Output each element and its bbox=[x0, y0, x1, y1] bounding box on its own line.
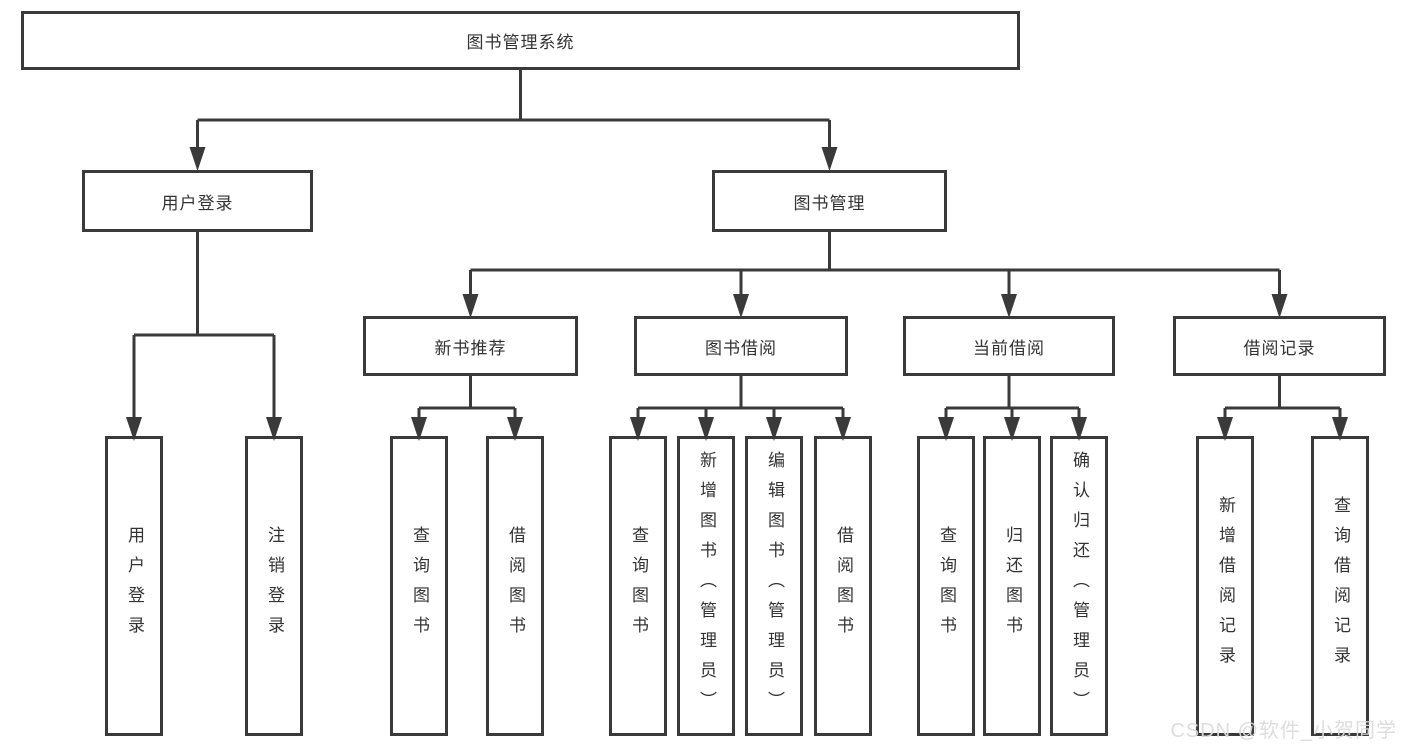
node-current-borrow: 当前借阅 bbox=[903, 316, 1115, 376]
leaf-logout: 注销登录 bbox=[245, 436, 303, 736]
node-borrow-records: 借阅记录 bbox=[1173, 316, 1386, 376]
leaf-user-login: 用户登录 bbox=[105, 436, 163, 736]
leaf-query-books-borrow: 查询图书 bbox=[609, 436, 667, 736]
node-book-borrow: 图书借阅 bbox=[634, 316, 848, 376]
node-new-book-recommend: 新书推荐 bbox=[363, 316, 578, 376]
leaf-borrow-books-recommend: 借阅图书 bbox=[486, 436, 544, 736]
leaf-confirm-return-admin: 确认归还（管理员） bbox=[1050, 436, 1108, 736]
node-root-system: 图书管理系统 bbox=[21, 11, 1020, 70]
leaf-edit-book-admin: 编辑图书（管理员） bbox=[745, 436, 803, 736]
leaf-query-books-recommend: 查询图书 bbox=[390, 436, 448, 736]
leaf-add-borrow-record: 新增借阅记录 bbox=[1196, 436, 1254, 736]
leaf-query-borrow-record: 查询借阅记录 bbox=[1311, 436, 1369, 736]
leaf-add-book-admin: 新增图书（管理员） bbox=[677, 436, 735, 736]
leaf-query-books-current: 查询图书 bbox=[917, 436, 975, 736]
csdn-watermark: CSDN @软件_小贺同学 bbox=[1170, 720, 1397, 742]
leaf-borrow-books: 借阅图书 bbox=[814, 436, 872, 736]
node-book-management: 图书管理 bbox=[712, 170, 947, 232]
leaf-return-books: 归还图书 bbox=[983, 436, 1041, 736]
node-user-login: 用户登录 bbox=[82, 170, 313, 232]
